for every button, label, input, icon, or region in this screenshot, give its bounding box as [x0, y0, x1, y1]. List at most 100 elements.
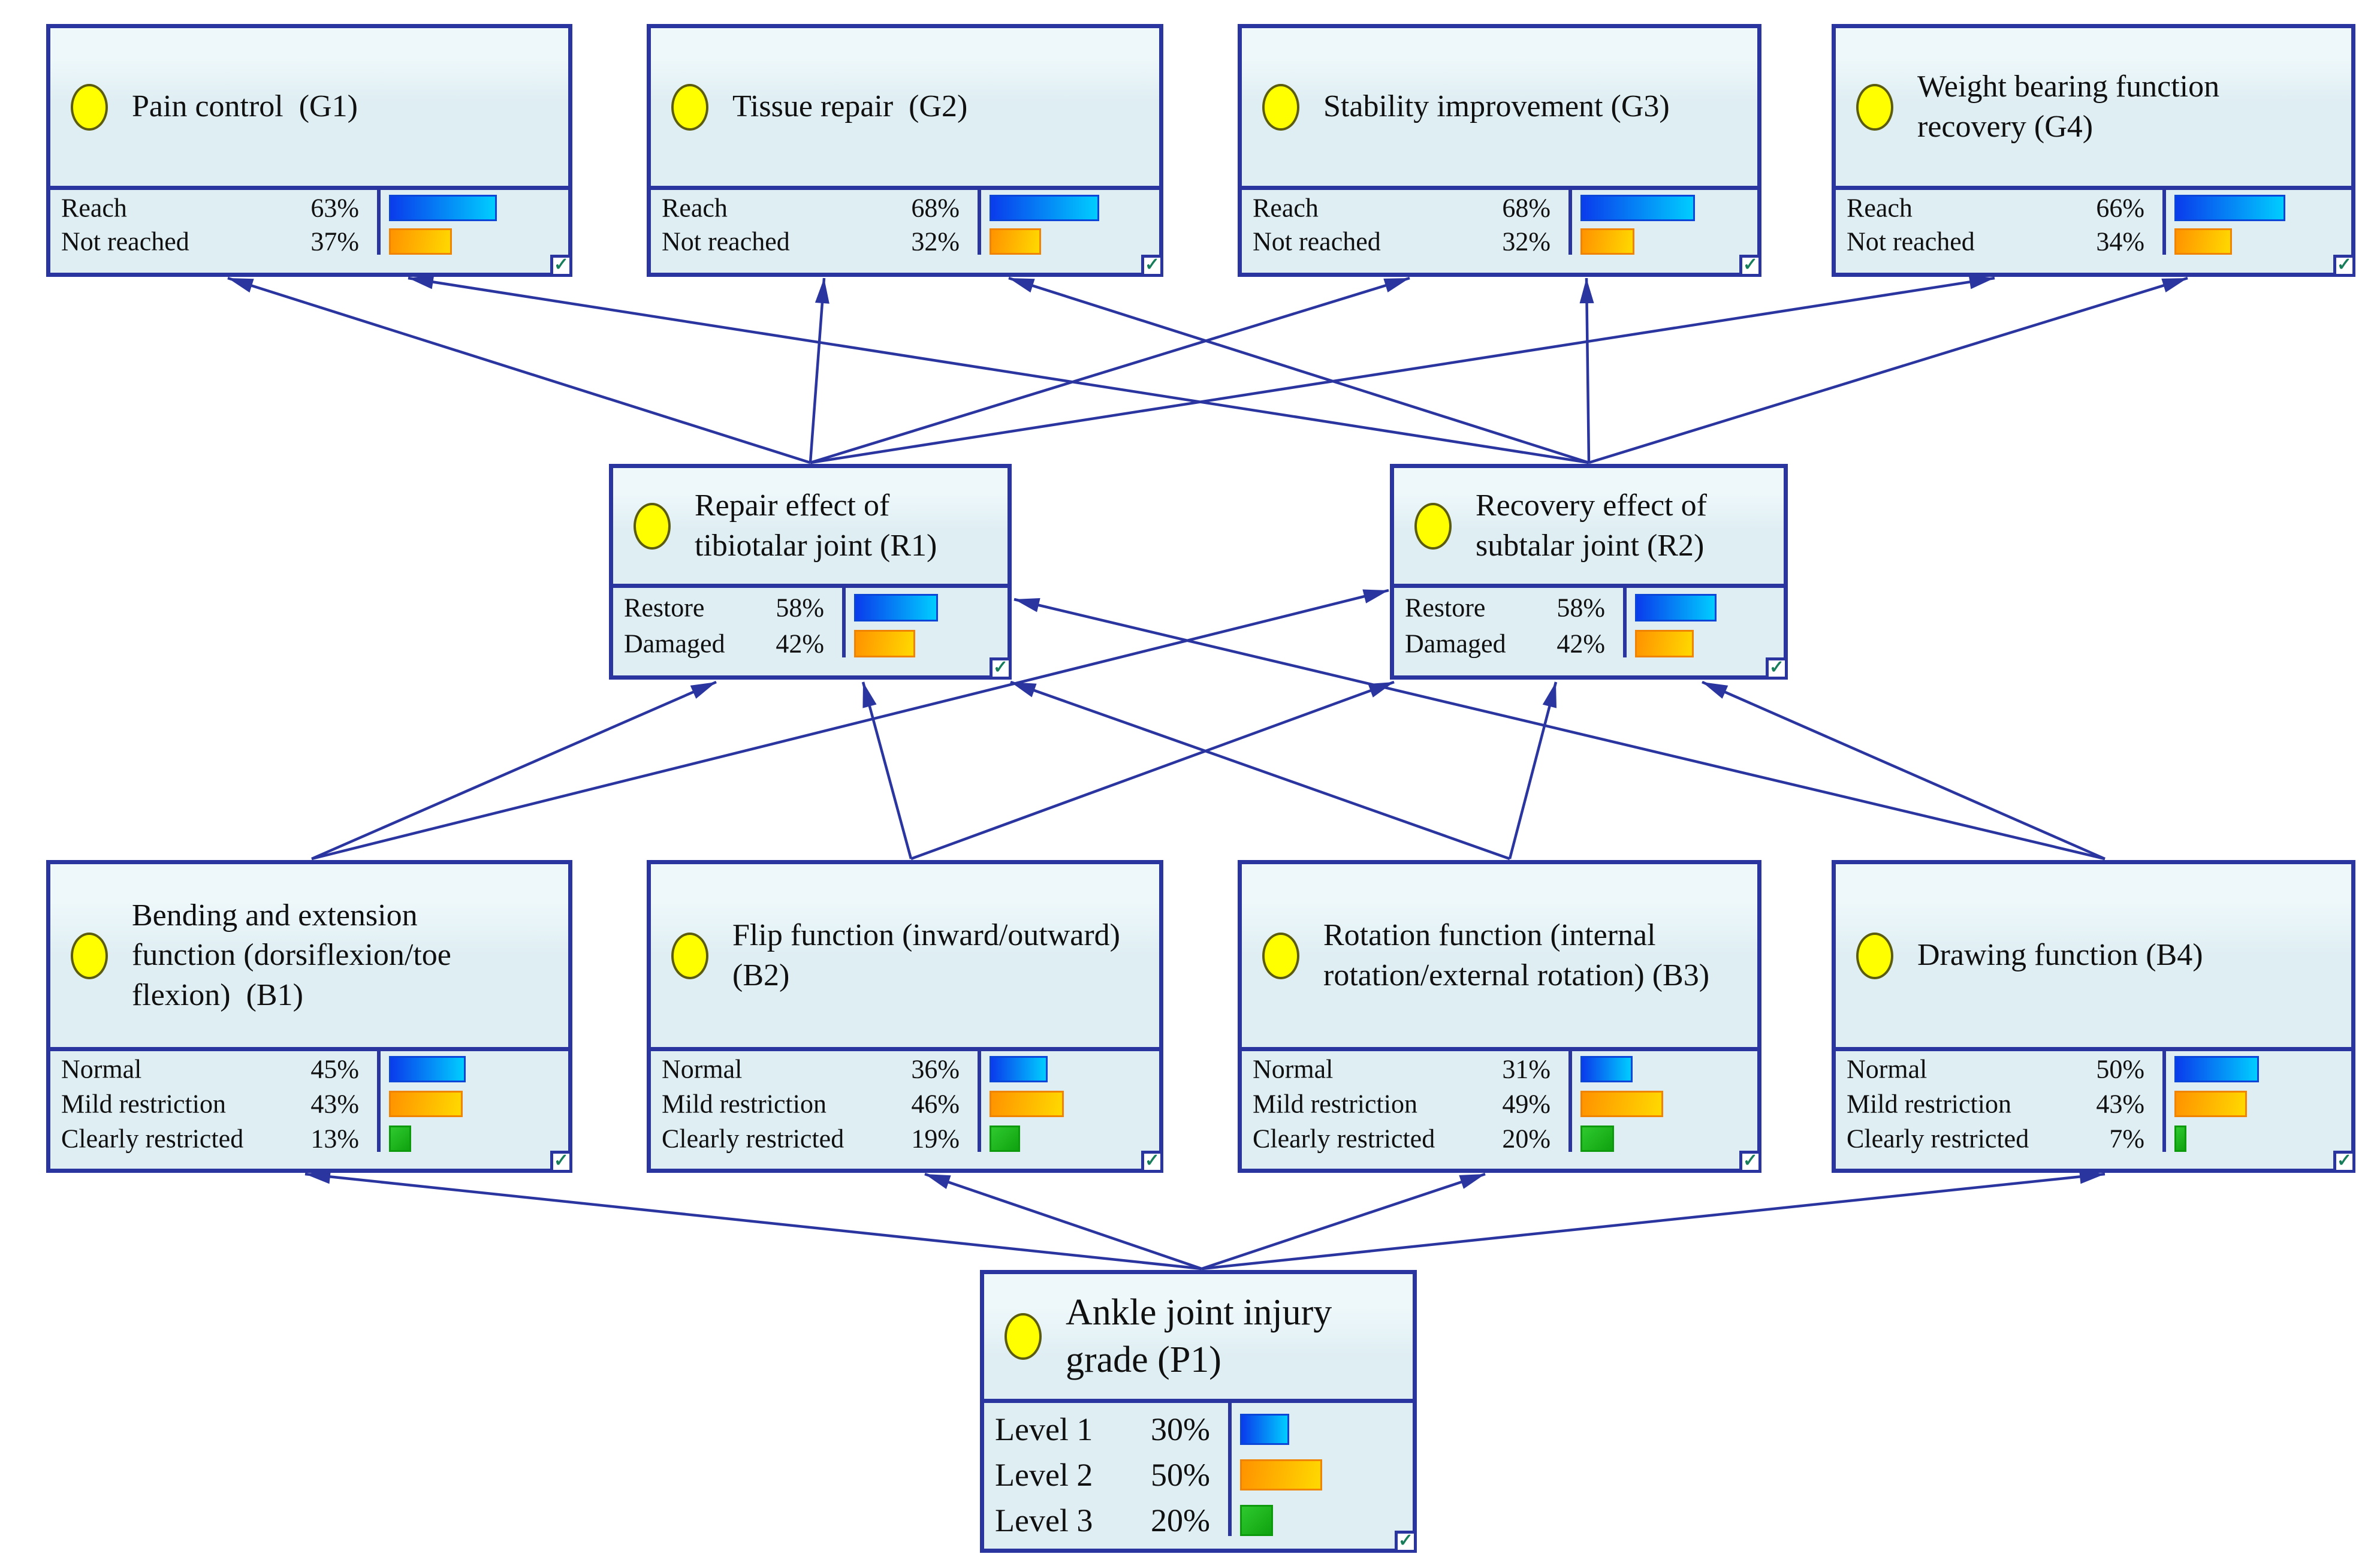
- state-label: Not reached: [1847, 227, 1975, 257]
- state-row-clearly-restricted[interactable]: Clearly restricted 20%: [1242, 1124, 1757, 1154]
- probability-bar-blue: [2174, 1056, 2259, 1082]
- state-label: Clearly restricted: [1253, 1124, 1435, 1154]
- state-label: Restore: [1405, 593, 1486, 623]
- state-probability: 50%: [2096, 1054, 2144, 1084]
- probability-bar-orange: [990, 1091, 1064, 1117]
- node-title: Rotation function (internal rotation/ext…: [1323, 918, 1710, 992]
- state-probability: 20%: [1502, 1124, 1551, 1154]
- state-label: Normal: [1847, 1054, 1927, 1084]
- state-probability: 43%: [310, 1089, 359, 1119]
- evidence-checkbox[interactable]: ✓: [1739, 1151, 1761, 1173]
- state-row-not-reached[interactable]: Not reached 37%: [50, 227, 568, 257]
- state-label: Not reached: [61, 227, 189, 257]
- probability-bar-blue: [990, 1056, 1048, 1082]
- state-probability: 45%: [310, 1054, 359, 1084]
- evidence-checkbox[interactable]: ✓: [1141, 255, 1163, 277]
- state-row-restore[interactable]: Restore 58%: [613, 593, 1007, 623]
- node-G4[interactable]: Weight bearing function recovery (G4)Rea…: [1832, 24, 2355, 277]
- node-header: Recovery effect of subtalar joint (R2): [1394, 468, 1784, 588]
- state-probability: 37%: [310, 227, 359, 257]
- state-label: Mild restriction: [61, 1089, 226, 1119]
- evidence-checkbox[interactable]: ✓: [1739, 255, 1761, 277]
- evidence-checkbox[interactable]: ✓: [1395, 1531, 1417, 1553]
- state-probability: 32%: [1502, 227, 1551, 257]
- edge-B3-to-R2: [1508, 681, 1558, 859]
- evidence-checkbox[interactable]: ✓: [550, 1151, 572, 1173]
- node-title: Bending and extension function (dorsifle…: [132, 898, 459, 1012]
- evidence-checkbox[interactable]: ✓: [990, 657, 1012, 680]
- state-row-normal[interactable]: Normal 50%: [1836, 1054, 2351, 1084]
- state-label: Restore: [624, 593, 705, 623]
- evidence-checkbox[interactable]: ✓: [1141, 1151, 1163, 1173]
- table-divider: [978, 190, 981, 255]
- state-row-mild-restriction[interactable]: Mild restriction 43%: [50, 1089, 568, 1119]
- node-title: Tissue repair (G2): [732, 89, 968, 124]
- state-probability: 58%: [776, 593, 824, 623]
- table-divider: [1568, 1051, 1572, 1152]
- node-state-circle-icon: [1005, 1313, 1042, 1360]
- node-B2[interactable]: Flip function (inward/outward) (B2)Norma…: [647, 860, 1163, 1173]
- evidence-checkbox[interactable]: ✓: [2333, 255, 2355, 277]
- edge-B4-to-R2: [1702, 680, 2105, 861]
- node-state-circle-icon: [1856, 932, 1893, 979]
- state-label: Mild restriction: [1253, 1089, 1417, 1119]
- state-probability: 36%: [911, 1054, 960, 1084]
- edge-R1-to-G4: [810, 274, 1995, 464]
- edge-B1-to-R2: [311, 589, 1389, 861]
- node-state-circle-icon: [1856, 83, 1893, 131]
- evidence-checkbox[interactable]: ✓: [1766, 657, 1788, 680]
- state-label: Normal: [1253, 1054, 1334, 1084]
- state-label: Clearly restricted: [1847, 1124, 2029, 1154]
- check-icon: ✓: [1742, 1150, 1758, 1170]
- state-probability: 68%: [911, 193, 960, 223]
- probability-bar-orange: [2174, 1091, 2247, 1117]
- state-label: Clearly restricted: [61, 1124, 244, 1154]
- table-divider: [842, 588, 846, 657]
- check-icon: ✓: [1769, 657, 1785, 677]
- edge-B2-to-R2: [910, 680, 1395, 861]
- evidence-checkbox[interactable]: ✓: [550, 255, 572, 277]
- node-R2[interactable]: Recovery effect of subtalar joint (R2) Re…: [1390, 464, 1788, 680]
- edge-R2-to-G4: [1588, 276, 2188, 464]
- node-B1[interactable]: Bending and extension function (dorsifle…: [46, 860, 572, 1173]
- node-state-circle-icon: [1414, 502, 1452, 550]
- check-icon: ✓: [1144, 1150, 1160, 1170]
- edge-R1-to-G1: [227, 276, 811, 464]
- evidence-checkbox[interactable]: ✓: [2333, 1151, 2355, 1173]
- state-probability: 68%: [1502, 193, 1551, 223]
- node-R1[interactable]: Repair effect of tibiotalar joint (R1)Re…: [609, 464, 1012, 680]
- probability-bar-orange: [1580, 228, 1634, 255]
- node-B3[interactable]: Rotation function (internal rotation/ext…: [1238, 860, 1761, 1173]
- probability-bar-green: [1580, 1126, 1614, 1152]
